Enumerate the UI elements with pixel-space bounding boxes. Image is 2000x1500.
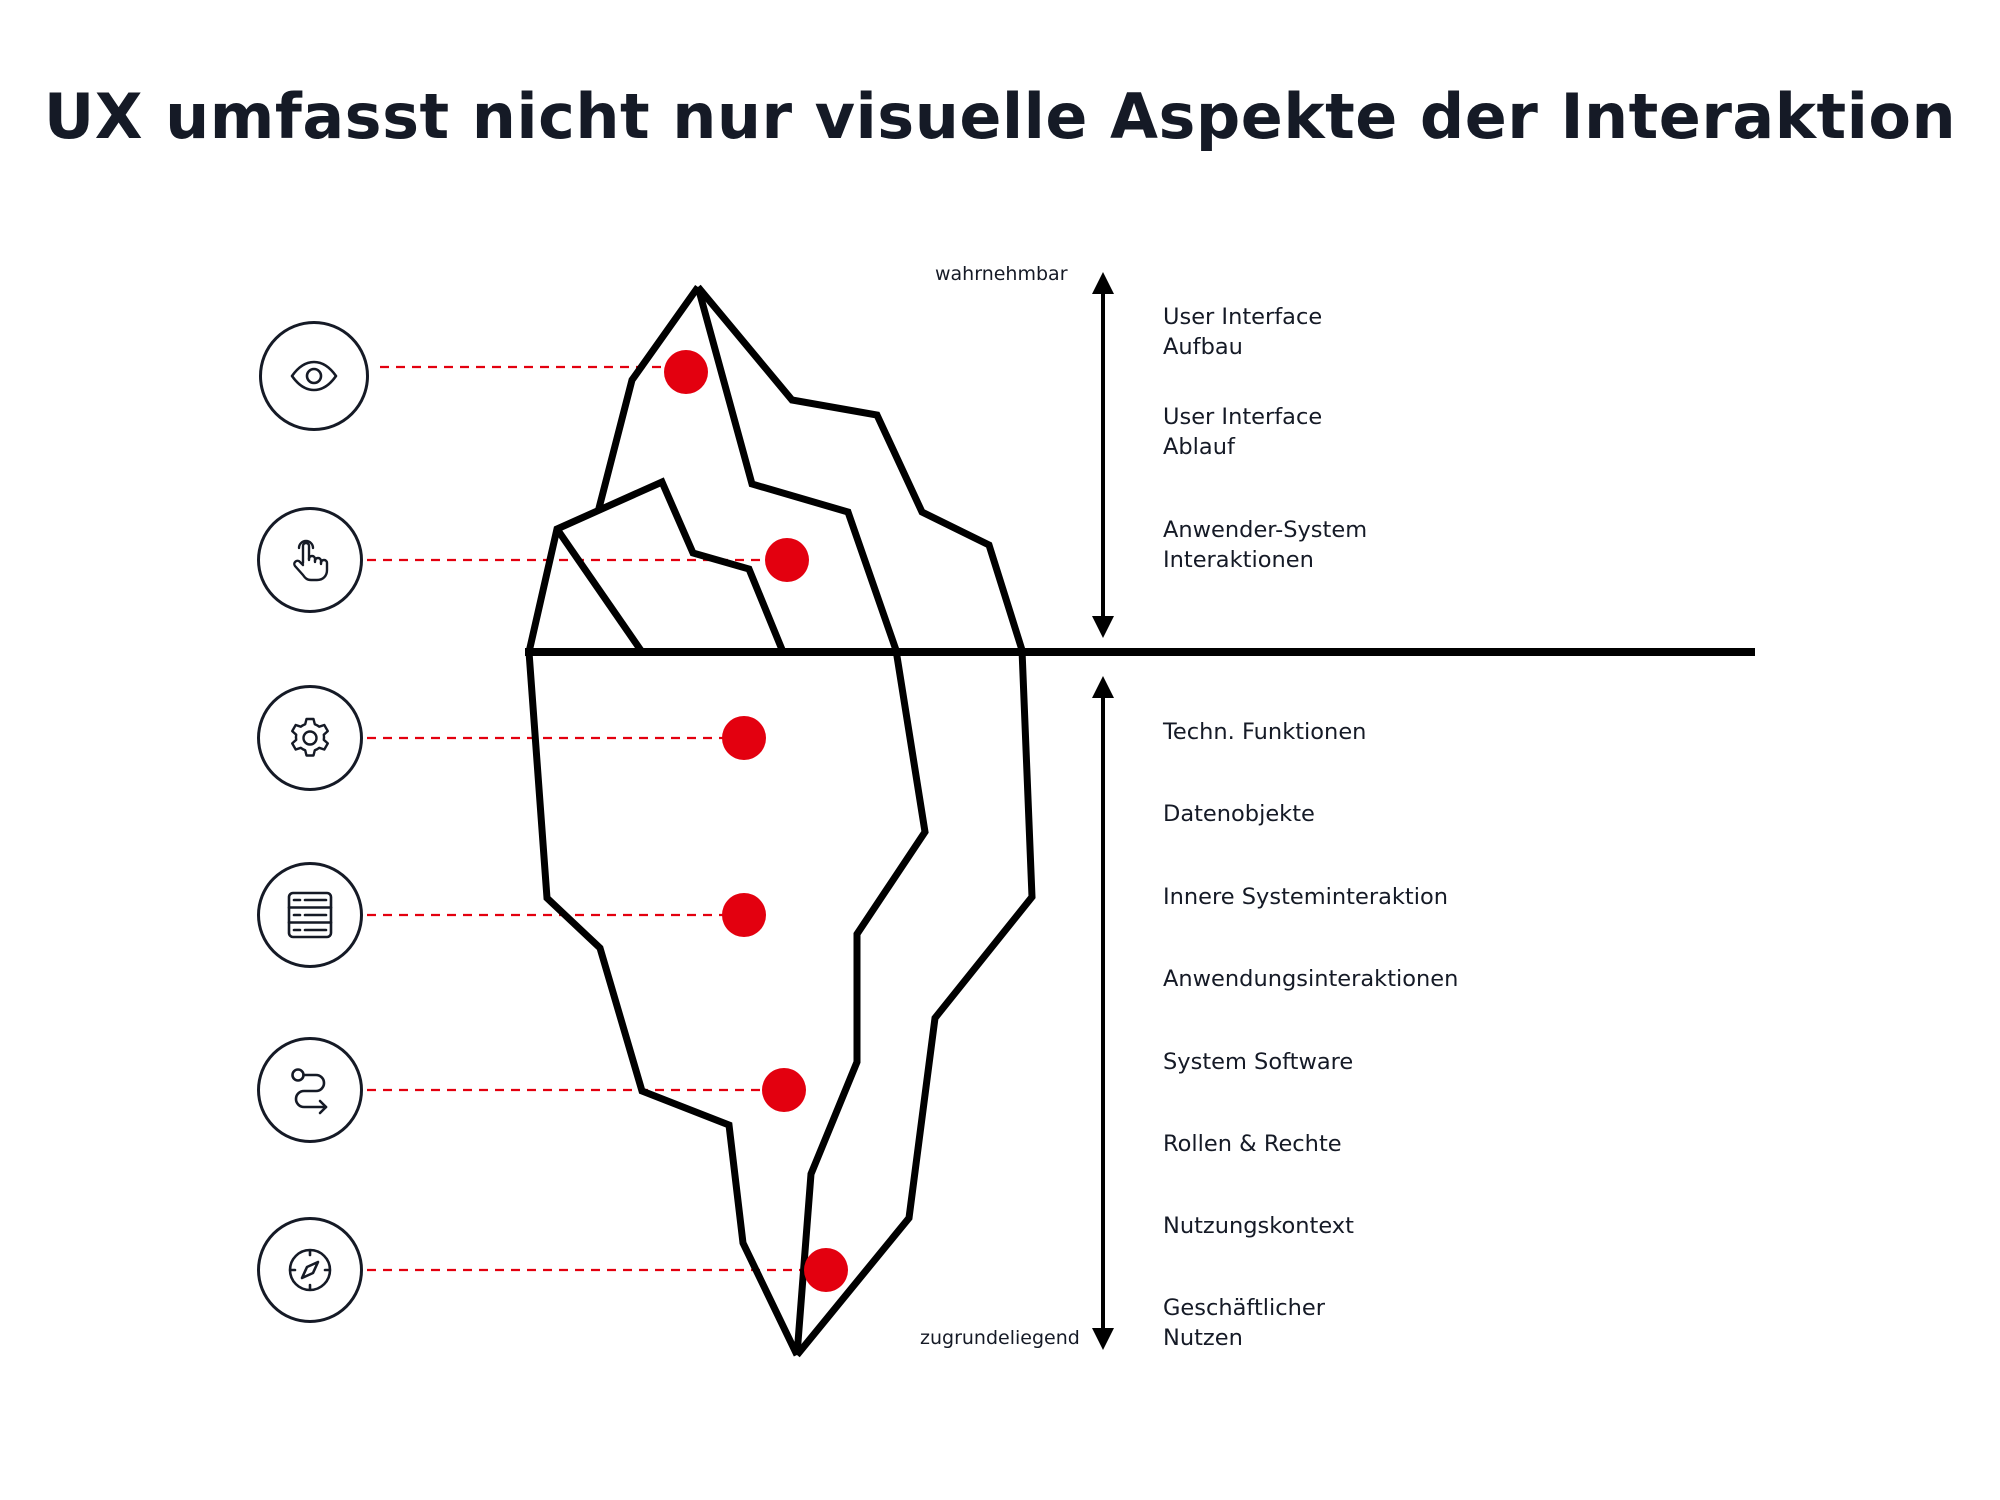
layer-label-ui-structure: User Interface Aufbau: [1163, 304, 1323, 360]
page-title: UX umfasst nicht nur visuelle Aspekte de…: [43, 80, 1957, 153]
touch-hand-icon: [293, 539, 329, 582]
iceberg-underwater-inner: [793, 649, 929, 1356]
iceberg-left-facet: [554, 527, 645, 654]
iceberg-inner-ridge: [694, 286, 900, 652]
route-icon: [291, 1068, 328, 1115]
server-icon: [287, 891, 333, 939]
gear-icon: [291, 717, 329, 757]
layer-marker-ui-structure: [664, 350, 708, 394]
connector-lines: [367, 365, 826, 1272]
iceberg-outline: [525, 284, 1036, 1358]
layer-label-business-value: Geschäftlicher Nutzen: [1163, 1295, 1325, 1351]
compass-icon-badge: [257, 1217, 363, 1323]
server-icon-badge: [257, 862, 363, 968]
iceberg-peak-right-edge: [695, 284, 1026, 652]
layer-marker-interaction: [765, 538, 809, 582]
layer-label-usage-context: Nutzungskontext: [1163, 1213, 1354, 1239]
iceberg-underwater-right: [794, 649, 1036, 1358]
eye-icon-badge: [259, 321, 369, 431]
axis-label-underlying: zugrundeliegend: [920, 1327, 1080, 1349]
eye-icon: [290, 360, 338, 392]
axis-label-perceptible: wahrnehmbar: [935, 263, 1068, 285]
layer-label-technical-functions: Techn. Funktionen: [1163, 719, 1367, 745]
perception-axis: [1092, 272, 1114, 1350]
layer-marker-business: [804, 1248, 848, 1292]
layer-label-user-system: Anwender-System Interaktionen: [1163, 517, 1368, 573]
route-icon-badge: [257, 1037, 363, 1143]
compass-icon: [288, 1248, 332, 1292]
layer-label-ui-flow: User Interface Ablauf: [1163, 404, 1323, 460]
layer-label-application-interactions: Anwendungsinteraktionen: [1163, 966, 1459, 992]
touch-hand-icon-badge: [257, 507, 363, 613]
axis-arrow-upper-bottom-head: [1092, 616, 1114, 638]
layer-marker-data: [722, 893, 766, 937]
layer-label-data-objects: Datenobjekte: [1163, 801, 1315, 827]
axis-arrow-upper-top-head: [1092, 272, 1114, 294]
layer-label-roles-rights: Rollen & Rechte: [1163, 1131, 1342, 1157]
iceberg-underwater-left: [525, 651, 801, 1357]
layer-label-inner-system: Innere Systeminteraktion: [1163, 884, 1448, 910]
layer-markers: [664, 350, 848, 1292]
layer-marker-technical: [722, 716, 766, 760]
iceberg-left-shoulder: [525, 477, 787, 654]
gear-icon-badge: [257, 685, 363, 791]
axis-arrow-lower-top-head: [1092, 676, 1114, 698]
iceberg-peak-left-edge: [594, 284, 701, 513]
layer-marker-software: [762, 1068, 806, 1112]
layer-label-system-software: System Software: [1163, 1049, 1354, 1075]
axis-arrow-lower-bottom-head: [1092, 1328, 1114, 1350]
